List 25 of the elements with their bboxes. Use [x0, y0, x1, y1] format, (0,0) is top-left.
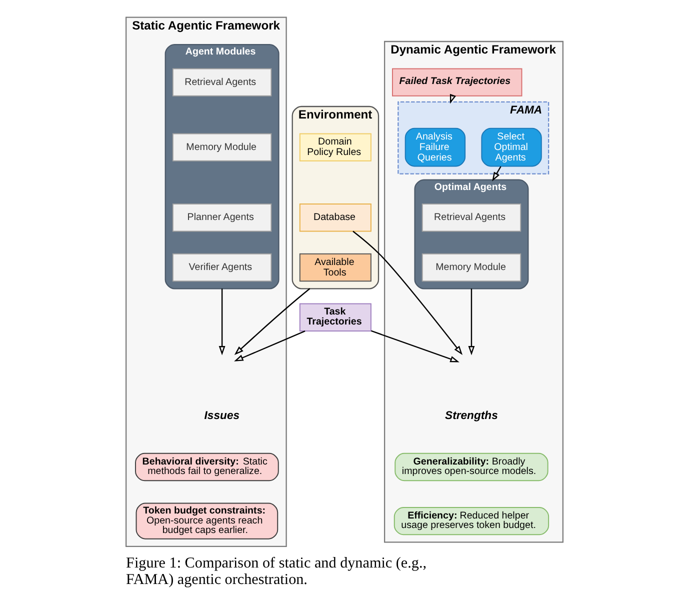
arrow — [234, 330, 306, 362]
arrow — [468, 288, 475, 356]
node-box: Generalizability: Broadly improves open-source models. — [394, 452, 548, 482]
node-box: Verifier Agents — [172, 253, 272, 282]
node-box: Efficiency: Reduced helper usage preserves token budget. — [394, 506, 550, 536]
arrow — [492, 166, 502, 182]
node-box: Analysis Failure Queries — [404, 128, 466, 167]
arrow — [218, 288, 226, 356]
node-box: Retrieval Agents — [422, 204, 522, 232]
node-box: Domain Policy Rules — [299, 133, 372, 162]
node-box: Select Optimal Agents — [481, 128, 542, 167]
node-box: Task Trajectories — [299, 303, 372, 332]
node-box: Token budget constraints: Open-source agents reach budget caps earlier. — [136, 502, 278, 540]
node-box: Memory Module — [172, 133, 272, 162]
node-box: Database — [299, 204, 372, 232]
arrow — [370, 330, 460, 362]
arrow — [352, 230, 463, 355]
caption: Figure 1: Comparison of static and dynamic (e.g., FAMA) agentic orchestration. — [126, 556, 427, 588]
node-box: Memory Module — [422, 253, 522, 282]
node-box: Retrieval Agents — [172, 68, 272, 96]
label: Issues — [204, 410, 240, 422]
node-box: Planner Agents — [172, 204, 272, 232]
label: Strengths — [445, 410, 498, 422]
node-box: Available Tools — [299, 253, 372, 282]
node-box: Behavioral diversity: Static methods fail to generalize. — [135, 452, 279, 482]
